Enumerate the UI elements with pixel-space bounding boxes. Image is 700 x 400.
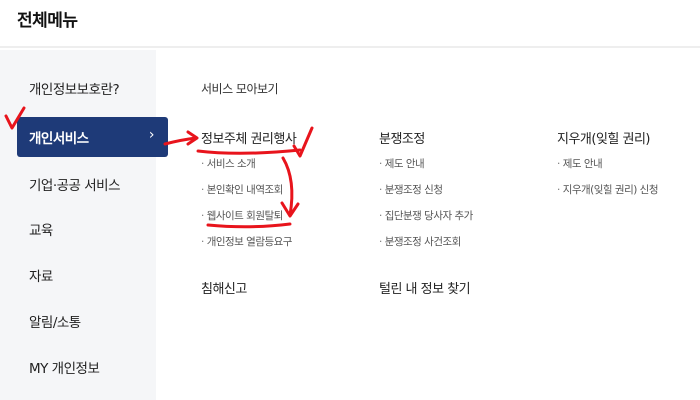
leaked-info-search-link[interactable]: 털린 내 정보 찾기 <box>379 282 471 297</box>
column-data-subject-rights: 정보주체 권리행사 서비스 소개 본인확인 내역조회 웹사이트 회원탈퇴 개인정… <box>201 128 297 260</box>
sidebar-item-education[interactable]: 교육 <box>17 209 168 249</box>
menu-link[interactable]: 지우개(잊힐 권리) 신청 <box>557 182 659 208</box>
menu-link[interactable]: 제도 안내 <box>379 156 473 182</box>
sidebar-item-label: 기업·공공 서비스 <box>29 178 121 194</box>
sidebar-item-personal-services[interactable]: 개인서비스 › <box>17 117 168 157</box>
infringement-report-link[interactable]: 침해신고 <box>201 282 247 297</box>
sidebar-item-my-info[interactable]: MY 개인정보 <box>17 347 168 387</box>
sidebar-item-label: 자료 <box>29 269 53 285</box>
chevron-right-icon: › <box>148 127 155 143</box>
sidebar-item-business-public[interactable]: 기업·공공 서비스 <box>17 164 168 204</box>
column-title-link[interactable]: 정보주체 권리행사 <box>201 132 297 147</box>
column-right-to-be-forgotten: 지우개(잊힐 권리) 제도 안내 지우개(잊힐 권리) 신청 <box>557 128 659 208</box>
menu-link[interactable]: 분쟁조정 사건조회 <box>379 234 473 260</box>
sidebar-item-privacy-intro[interactable]: 개인정보보호란? <box>17 68 168 108</box>
menu-link[interactable]: 집단분쟁 당사자 추가 <box>379 208 474 234</box>
page-title: 전체메뉴 <box>17 11 78 31</box>
sidebar-item-label: 알림/소통 <box>29 315 81 331</box>
sidebar-item-label: MY 개인정보 <box>29 361 100 377</box>
sidebar-item-resources[interactable]: 자료 <box>17 255 168 295</box>
sidebar-item-label: 개인정보보호란? <box>29 82 120 98</box>
sidebar-item-news[interactable]: 알림/소통 <box>17 301 168 341</box>
menu-link[interactable]: 본인확인 내역조회 <box>201 182 296 208</box>
column-title-link[interactable]: 분쟁조정 <box>379 132 425 147</box>
menu-link[interactable]: 개인정보 열람등요구 <box>201 234 296 260</box>
menu-link[interactable]: 서비스 소개 <box>201 156 296 182</box>
sidebar-item-label: 개인서비스 <box>29 131 89 147</box>
header: 전체메뉴 <box>0 0 700 48</box>
menu-link-website-withdrawal[interactable]: 웹사이트 회원탈퇴 <box>201 208 296 234</box>
sidebar: 개인정보보호란? 개인서비스 › 기업·공공 서비스 교육 자료 알림/소통 M… <box>0 50 168 400</box>
sidebar-item-label: 교육 <box>29 223 53 239</box>
section-title: 서비스 모아보기 <box>201 82 279 96</box>
menu-link[interactable]: 제도 안내 <box>557 156 658 182</box>
column-dispute-mediation: 분쟁조정 제도 안내 분쟁조정 신청 집단분쟁 당사자 추가 분쟁조정 사건조회 <box>379 128 473 260</box>
content-panel: 서비스 모아보기 정보주체 권리행사 서비스 소개 본인확인 내역조회 웹사이트… <box>156 50 700 400</box>
menu-link[interactable]: 분쟁조정 신청 <box>379 182 473 208</box>
column-title-link[interactable]: 지우개(잊힐 권리) <box>557 132 651 147</box>
